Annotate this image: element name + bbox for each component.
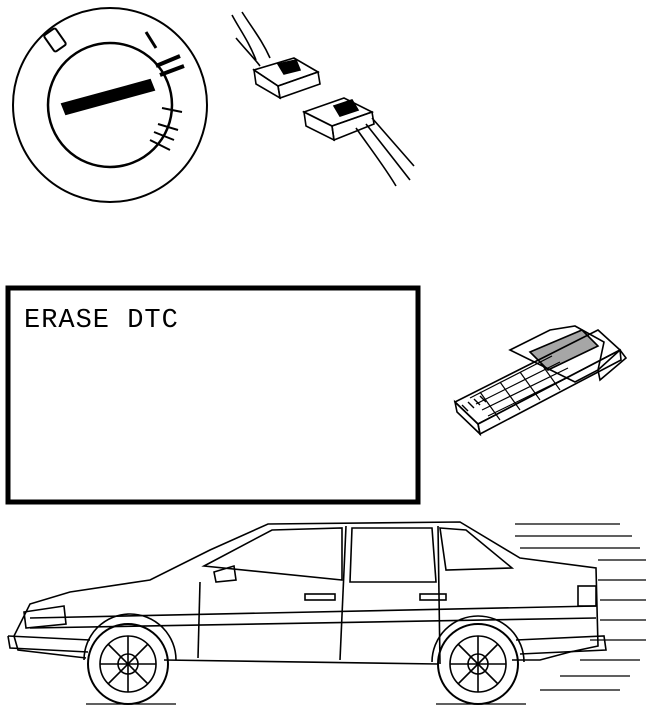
ignition-switch-icon xyxy=(12,7,208,203)
sedan-car-icon xyxy=(7,521,646,705)
display-text: ERASE DTC xyxy=(24,306,179,336)
position-I-mark xyxy=(144,31,158,49)
motion-lines xyxy=(515,523,646,691)
rear-wheel xyxy=(431,615,526,705)
front-wheel xyxy=(83,613,177,705)
position-II-mark xyxy=(155,54,185,77)
position-III-mark xyxy=(149,107,183,151)
handheld-scan-tool-icon xyxy=(453,325,628,437)
tester-display-screen xyxy=(5,285,421,505)
diagnostic-connector-icon xyxy=(231,11,415,187)
position-0-mark xyxy=(43,27,67,53)
